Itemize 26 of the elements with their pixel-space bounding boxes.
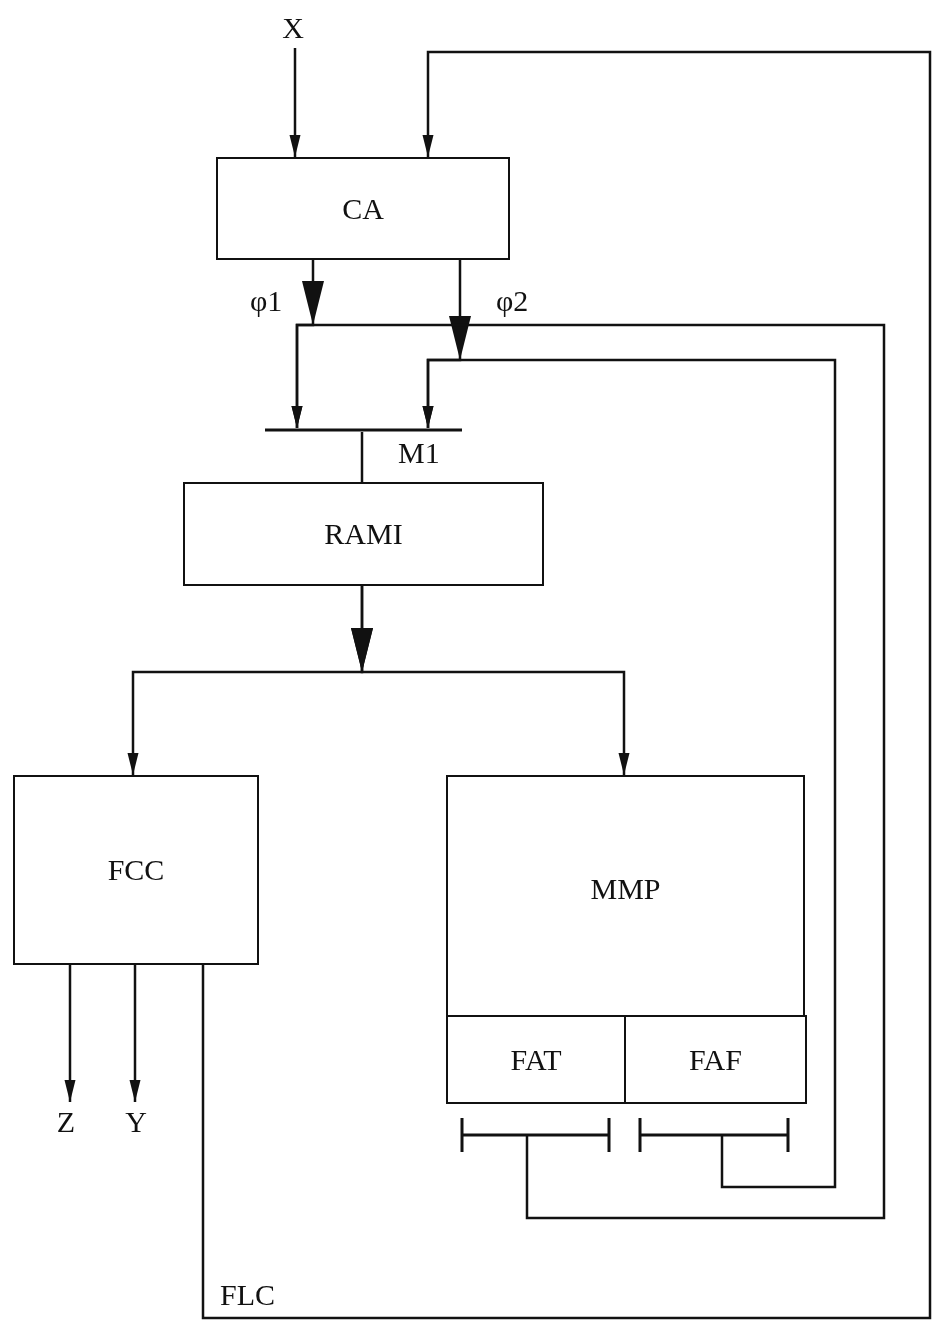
block-box <box>216 157 510 260</box>
bracket-symbol <box>460 1118 611 1152</box>
block-label: MMP <box>590 872 661 906</box>
block-label: CA <box>342 191 384 226</box>
block-label: RAMI <box>324 517 403 551</box>
arrow <box>351 586 630 775</box>
block-label: FAT <box>510 1042 562 1077</box>
block-label: FAF <box>689 1042 742 1077</box>
bracket-symbol <box>638 1118 790 1152</box>
block-box <box>624 1015 807 1104</box>
block-box <box>183 482 544 586</box>
arrow <box>289 48 301 157</box>
arrow <box>129 965 141 1102</box>
block-label: FCC <box>107 853 165 887</box>
signal-label: X <box>282 11 304 45</box>
bus-line <box>265 428 462 432</box>
block-box <box>446 1015 626 1104</box>
arrow <box>422 358 837 1189</box>
arrow <box>64 965 76 1102</box>
block-box <box>13 775 259 965</box>
connector-line <box>360 432 364 482</box>
signal-label: Z <box>56 1105 76 1139</box>
arrow <box>201 50 932 1320</box>
arrow <box>291 323 886 1220</box>
block-box <box>446 775 805 1102</box>
signal-label: Y <box>125 1105 147 1139</box>
